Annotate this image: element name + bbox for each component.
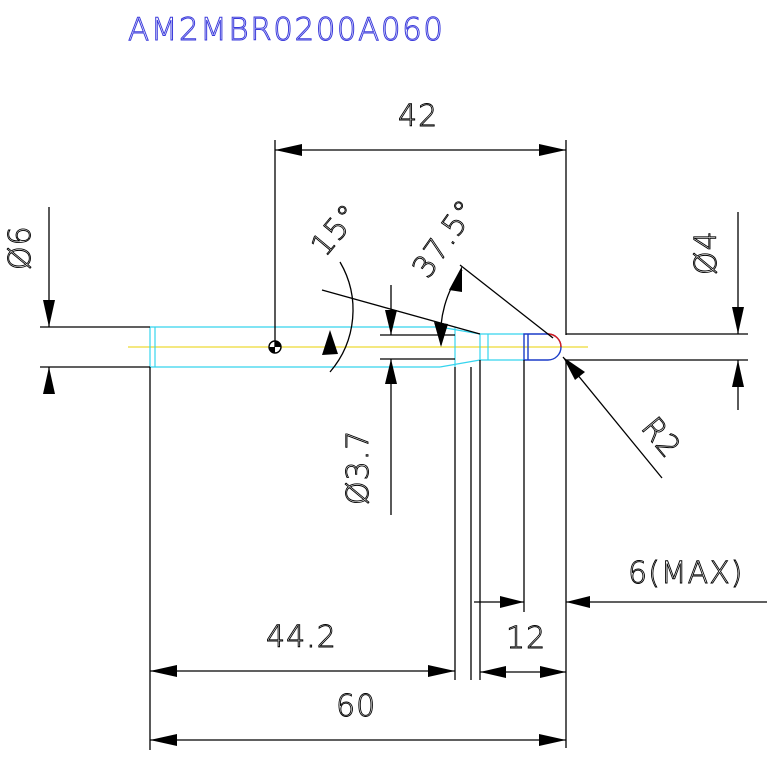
dim-42-label: 42 [398, 99, 438, 134]
dimension-44-2: 44.2 [149, 367, 472, 750]
dim-12-label: 12 [506, 621, 546, 656]
tool-body [128, 326, 588, 368]
dimension-shank-diameter: Ø6 [3, 207, 150, 394]
angle-37-5-label: 37.5° [406, 193, 484, 284]
ball-tip [523, 333, 562, 361]
dimension-60: 60 [150, 689, 566, 746]
dimension-ball-diameter: Ø4 [566, 212, 748, 410]
dim-4-label: Ø4 [689, 230, 724, 275]
dimension-12: 12 [479, 360, 566, 680]
dim-6-label: Ø6 [3, 225, 38, 270]
angle-37-5: 37.5° [405, 193, 554, 347]
drawing-title: AM2MBR0200A060 [128, 12, 445, 48]
dimension-6-max: 6(MAX) [474, 360, 767, 748]
radius-label: R2 [634, 411, 688, 466]
radius-r2: R2 [562, 356, 688, 479]
dimension-neck-diameter: Ø3.7 [341, 285, 455, 515]
dim-6max-label: 6(MAX) [628, 556, 743, 591]
dim-3-7-label: Ø3.7 [341, 430, 376, 505]
dimension-42: 42 [274, 99, 567, 347]
dim-60-label: 60 [336, 689, 376, 724]
angle-15-label: 15° [304, 198, 367, 264]
dim-44-2-label: 44.2 [266, 620, 337, 655]
